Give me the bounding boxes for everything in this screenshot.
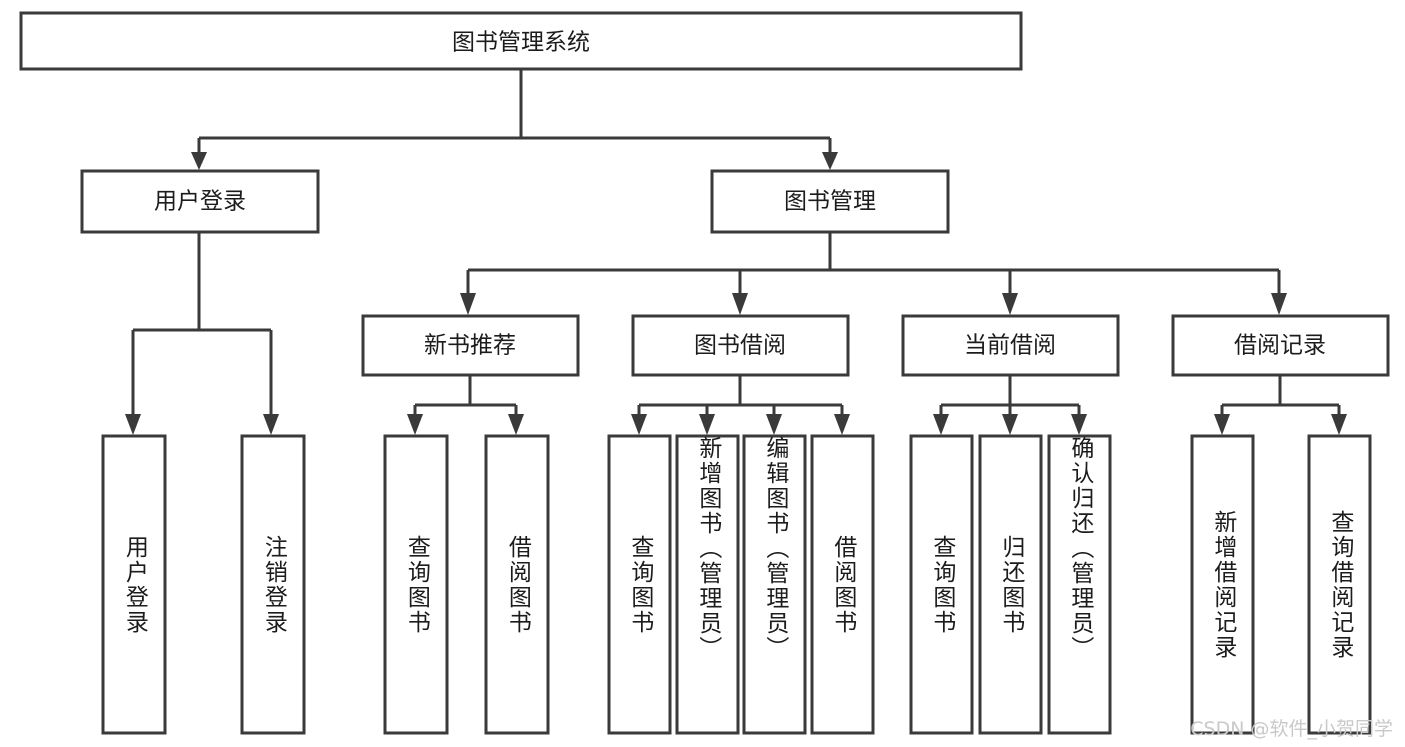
node-user-login[interactable]: 用户登录	[80, 169, 320, 234]
node-root-label: 图书管理系统	[452, 30, 590, 56]
arrow-head-icon	[1214, 414, 1230, 435]
connector-group-user-login	[125, 233, 279, 435]
arrow-head-icon	[407, 414, 423, 435]
arrow-head-icon	[125, 414, 141, 435]
node-leaf-query-record-box[interactable]	[1307, 434, 1372, 735]
node-borrow-record-box[interactable]	[1171, 314, 1390, 377]
node-leaf-user-login-box[interactable]	[101, 434, 167, 735]
node-root-box[interactable]	[19, 11, 1023, 71]
arrow-head-icon	[699, 414, 715, 435]
leaf-box-group	[101, 434, 1372, 735]
arrow-head-icon	[460, 293, 476, 315]
node-leaf-query-book-1-box[interactable]	[383, 434, 449, 735]
node-current-borrow[interactable]: 当前借阅	[901, 314, 1120, 377]
node-leaf-edit-book-box[interactable]	[742, 434, 807, 735]
node-user-login-box[interactable]	[80, 169, 320, 234]
arrow-head-icon	[1331, 414, 1347, 435]
node-leaf-confirm-return-box[interactable]	[1047, 434, 1112, 735]
node-new-book-recommend[interactable]: 新书推荐	[361, 314, 580, 377]
connector-group-book-manage	[460, 233, 1287, 315]
arrow-head-icon	[1002, 293, 1018, 315]
arrow-head-icon	[631, 414, 647, 435]
node-leaf-return-book-box[interactable]	[978, 434, 1043, 735]
node-book-manage-label: 图书管理	[784, 189, 876, 215]
arrow-head-icon	[508, 414, 524, 435]
connector-group-new-book-recommend	[407, 376, 524, 435]
arrow-head-icon	[933, 414, 949, 435]
connector-group-current-borrow	[933, 376, 1087, 435]
arrow-head-icon	[1071, 414, 1087, 435]
node-new-book-recommend-box[interactable]	[361, 314, 580, 377]
connector-group-book-borrow	[631, 376, 850, 435]
connector-group-root	[191, 69, 838, 170]
arrow-head-icon	[732, 293, 748, 315]
arrow-head-icon	[766, 414, 782, 435]
node-leaf-query-book-2-box[interactable]	[607, 434, 672, 735]
node-user-login-label: 用户登录	[154, 189, 246, 215]
node-book-manage[interactable]: 图书管理	[710, 169, 950, 234]
node-leaf-add-record-box[interactable]	[1190, 434, 1255, 735]
arrow-head-icon	[263, 414, 279, 435]
node-new-book-recommend-label: 新书推荐	[424, 333, 516, 359]
node-current-borrow-box[interactable]	[901, 314, 1120, 377]
node-leaf-borrow-book-2-box[interactable]	[810, 434, 875, 735]
node-borrow-record-label: 借阅记录	[1234, 333, 1326, 359]
node-book-borrow-label: 图书借阅	[694, 333, 786, 359]
arrow-head-icon	[834, 414, 850, 435]
node-root[interactable]: 图书管理系统	[19, 11, 1023, 71]
node-book-borrow-box[interactable]	[631, 314, 850, 377]
node-leaf-logout-login-box[interactable]	[240, 434, 306, 735]
arrow-head-icon	[1271, 293, 1287, 315]
node-borrow-record[interactable]: 借阅记录	[1171, 314, 1390, 377]
node-current-borrow-label: 当前借阅	[964, 333, 1056, 359]
watermark-label: CSDN @软件_小贺同学	[1190, 718, 1393, 740]
arrow-head-icon	[1002, 414, 1018, 435]
arrow-head-icon	[822, 152, 838, 170]
node-leaf-query-book-3-box[interactable]	[909, 434, 974, 735]
node-leaf-add-book-box[interactable]	[675, 434, 740, 735]
node-book-manage-box[interactable]	[710, 169, 950, 234]
node-leaf-borrow-book-1-box[interactable]	[484, 434, 550, 735]
node-book-borrow[interactable]: 图书借阅	[631, 314, 850, 377]
arrow-head-icon	[191, 152, 207, 170]
connector-group-borrow-record	[1214, 376, 1347, 435]
